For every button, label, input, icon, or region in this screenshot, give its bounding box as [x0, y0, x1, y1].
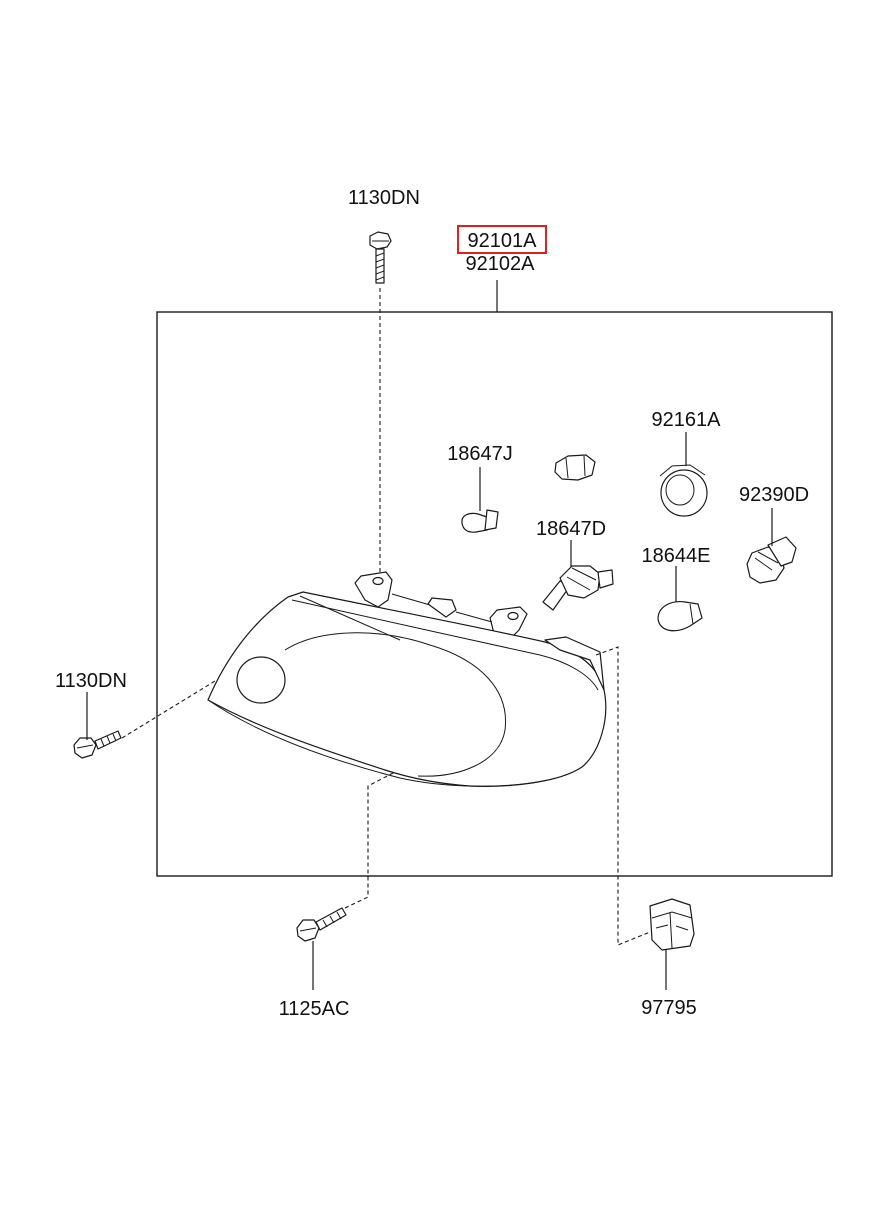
bulb-small[interactable]	[461, 509, 499, 533]
leader-clip-housing	[595, 646, 651, 946]
socket-bulb[interactable]	[746, 536, 797, 584]
bulb-halogen[interactable]	[542, 565, 614, 611]
bulb-socket-small[interactable]	[554, 454, 596, 481]
label-socket-bulb[interactable]: 92390D	[739, 484, 809, 506]
label-clip[interactable]: 97795	[641, 997, 697, 1019]
label-bolt-bottom[interactable]: 1125AC	[279, 998, 350, 1020]
bolt-left[interactable]	[73, 730, 122, 759]
leader-bolt-bottom	[344, 771, 396, 909]
label-bolt-top[interactable]: 1130DN	[348, 187, 420, 209]
bolt-top[interactable]	[369, 231, 392, 284]
bolt-bottom[interactable]	[296, 907, 347, 942]
leader-bolt-left	[121, 680, 216, 739]
bulb-turn[interactable]	[657, 601, 703, 632]
label-bulb-halogen[interactable]: 18647D	[536, 518, 606, 540]
label-bulb-small[interactable]: 18647J	[447, 443, 513, 465]
assembly-frame	[156, 311, 833, 877]
label-bulb-turn[interactable]: 18644E	[642, 545, 711, 567]
label-headlamp-assy-lh[interactable]: 92101A	[468, 230, 538, 252]
label-bolt-left[interactable]: 1130DN	[55, 670, 127, 692]
label-socket[interactable]: 92161A	[652, 409, 722, 431]
clip[interactable]	[649, 898, 695, 951]
headlamp-housing[interactable]	[207, 571, 607, 787]
socket[interactable]	[659, 464, 708, 517]
highlight-box	[457, 225, 547, 254]
label-headlamp-assy-rh[interactable]: 92102A	[466, 253, 536, 275]
